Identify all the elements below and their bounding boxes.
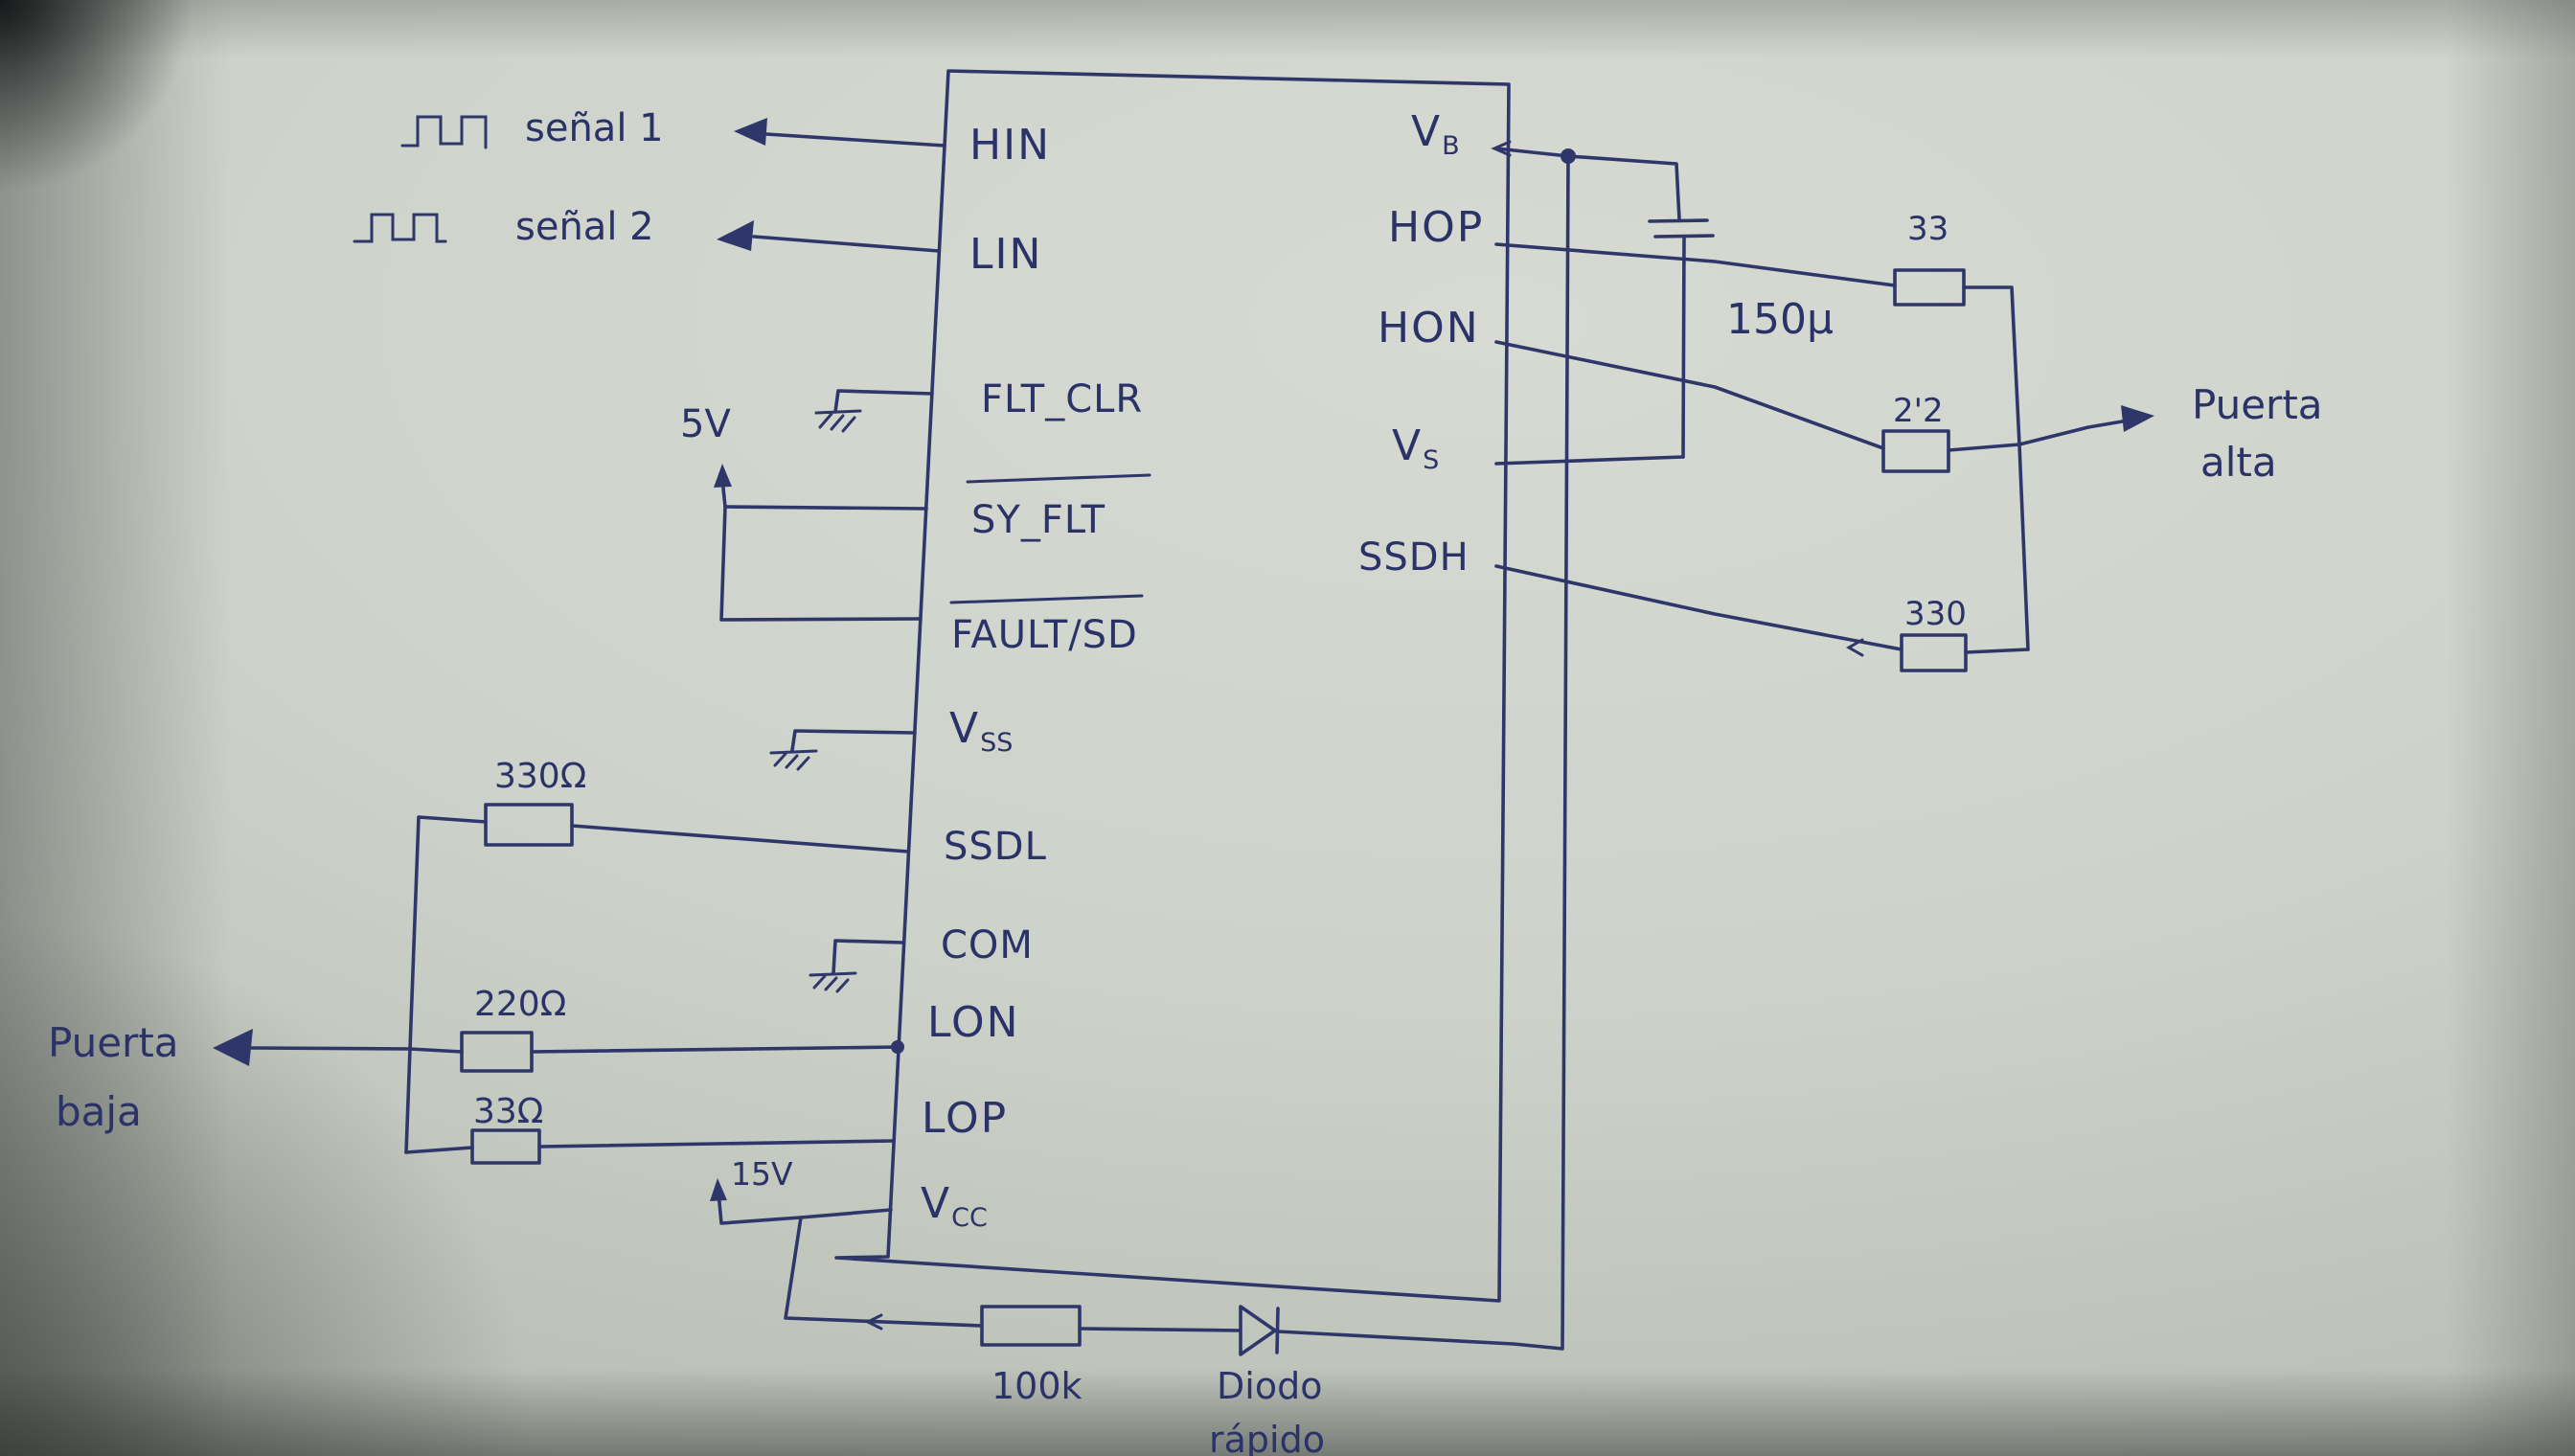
wire-direction-tick: [1845, 638, 1864, 657]
pin-label-lin: LIN: [969, 230, 1042, 279]
pin-label-lop: LOP: [922, 1094, 1008, 1143]
bootstrap-net: [784, 154, 1570, 1356]
capacitor-value-bootstrap: 150μ: [1726, 295, 1834, 344]
puerta-alta-label-line1: Puerta: [2192, 381, 2323, 428]
lin-arrowhead: [717, 220, 754, 251]
resistor-body: [484, 803, 574, 847]
resistor-value-lon: 220Ω: [474, 985, 566, 1024]
vb-sub: B: [1442, 131, 1460, 161]
vb-net: [1491, 140, 1715, 459]
pin-label-sy-flt: SY_FLT: [971, 498, 1105, 542]
vcc-sub: CC: [951, 1203, 988, 1233]
up-arrowhead: [714, 464, 732, 488]
resistor-value-hop: 33: [1907, 210, 1948, 248]
resistor-body: [980, 1305, 1082, 1347]
ic-body-outline: [834, 69, 1511, 1303]
lon-net: [213, 1029, 904, 1073]
lop-net: [404, 1128, 896, 1165]
vs-net: [1494, 455, 1685, 466]
pin-label-flt-clr: FLT_CLR: [981, 377, 1143, 421]
resistor-value-bootstrap: 100k: [991, 1365, 1082, 1407]
puerta-alta-arrowhead: [2121, 405, 2154, 432]
puerta-baja-arrowhead: [213, 1029, 253, 1066]
puerta-alta-label-line2: alta: [2200, 439, 2277, 486]
vcc-main: V: [921, 1179, 951, 1228]
flt-clr-net: [814, 389, 934, 433]
ground-icon: [809, 971, 857, 993]
pin-label-vb: VB: [1411, 107, 1460, 161]
resistor-value-ssdh: 330: [1904, 595, 1967, 633]
overline-fault-sd: [949, 594, 1144, 604]
vs-main: V: [1392, 421, 1423, 470]
junction-dot: [891, 1040, 904, 1054]
diode-label-line2: rápido: [1209, 1419, 1325, 1456]
diode-label-line1: Diodo: [1217, 1365, 1322, 1407]
vb-main: V: [1411, 107, 1442, 156]
up-arrowhead: [710, 1178, 727, 1201]
lin-net: [353, 213, 941, 253]
pin-label-vcc: VCC: [921, 1179, 988, 1233]
vss-main: V: [949, 704, 980, 753]
com-net: [809, 939, 904, 993]
resistor-value-lop: 33Ω: [473, 1092, 543, 1131]
square-wave-icon: [400, 115, 488, 149]
pin-label-vss: VSS: [949, 704, 1013, 758]
junction-dot: [1561, 148, 1576, 164]
ground-icon: [814, 409, 862, 433]
puerta-baja-label-line1: Puerta: [48, 1019, 179, 1066]
wire-direction-tick: [864, 1313, 883, 1331]
pin-label-ssdl: SSDL: [944, 825, 1047, 869]
hin-net: [400, 115, 946, 149]
vcc-15v-net: [710, 1178, 893, 1225]
vs-sub: S: [1423, 445, 1439, 475]
resistor-body: [470, 1128, 541, 1165]
overline-sy-flt: [966, 473, 1151, 484]
pin-label-ssdh: SSDH: [1358, 535, 1470, 580]
hon-net: [1494, 340, 2154, 473]
resistor-body: [1881, 429, 1950, 473]
resistor-value-ssdl: 330Ω: [494, 757, 586, 796]
square-wave-icon: [353, 213, 447, 243]
ground-icon: [769, 749, 818, 771]
hin-arrowhead: [734, 118, 767, 146]
pin-label-lon: LON: [927, 998, 1020, 1047]
ssdl-net: [404, 803, 910, 1154]
pin-label-hin: HIN: [969, 121, 1051, 170]
senal2-label: señal 2: [515, 205, 654, 249]
pin-label-com: COM: [941, 923, 1034, 967]
vss-net: [769, 729, 917, 771]
wire-direction-tick: [1491, 140, 1512, 157]
supply-15v-label: 15V: [731, 1155, 793, 1193]
capacitor-plates: [1648, 218, 1715, 239]
puerta-baja-label-line2: baja: [56, 1088, 142, 1135]
resistor-body: [460, 1031, 534, 1073]
hop-net: [1494, 242, 2030, 651]
resistor-body: [1893, 268, 1966, 307]
resistor-value-hon: 2'2: [1893, 392, 1944, 430]
pin-label-hop: HOP: [1388, 203, 1484, 252]
resistor-body: [1900, 633, 1968, 672]
diode-triangle: [1239, 1305, 1277, 1356]
pin-label-hon: HON: [1378, 304, 1480, 353]
vss-sub: SS: [980, 728, 1013, 758]
sy-flt-fault-5v-net: [714, 464, 928, 622]
supply-5v-label: 5V: [680, 402, 731, 446]
senal1-label: señal 1: [525, 106, 664, 150]
ssdh-net: [1494, 564, 2030, 672]
pin-label-fault-sd: FAULT/SD: [951, 613, 1138, 657]
pin-label-vs: VS: [1392, 421, 1439, 475]
